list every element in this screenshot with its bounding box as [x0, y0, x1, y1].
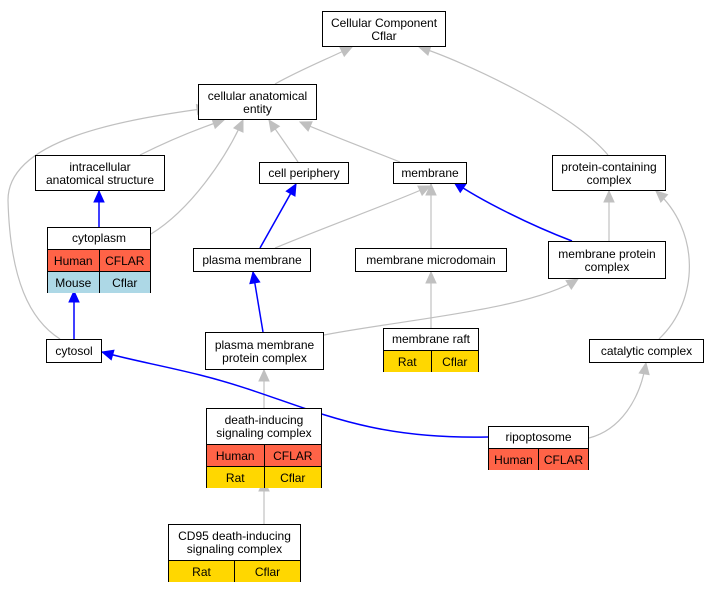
arrowhead-icon [93, 189, 105, 203]
species-cell: Human [48, 250, 99, 271]
arrowhead-icon [68, 289, 80, 303]
edge-is-a-cytosol-to-cae [7, 107, 209, 340]
node-label: Cellular Component Cflar [330, 15, 438, 43]
node-label: membrane protein complex [558, 246, 656, 274]
node-root: Cellular Component Cflar [322, 11, 446, 47]
node-label: membrane microdomain [366, 253, 496, 267]
arrowhead-icon [298, 121, 313, 132]
gene-cell: CFLAR [538, 449, 588, 470]
edge-part-of-plasma-membrane-to-cell-periphery [259, 183, 297, 249]
node-cae: cellular anatomical entity [198, 84, 317, 120]
gene-cell: Cflar [263, 467, 321, 488]
node-label: membrane [401, 166, 459, 180]
arrowhead-icon [417, 185, 432, 197]
arrowhead-icon [603, 189, 615, 203]
node-label: intracellular anatomical structure [45, 159, 155, 187]
gene-cell: Cflar [430, 351, 478, 372]
gene-cell: Cflar [98, 272, 150, 293]
arrowhead-icon [100, 349, 115, 361]
arrowhead-icon [638, 361, 650, 376]
node-membrane: membrane [393, 162, 467, 184]
edge-is-a-cae-to-root [274, 46, 353, 85]
arrowhead-icon [339, 46, 354, 58]
species-cell: Human [489, 449, 538, 470]
edge-is-a-pmpc-to-mpc [323, 278, 579, 336]
edge-is-a-cytoplasm-to-cae [150, 119, 244, 235]
arrowhead-icon [258, 368, 270, 382]
gene-cell: CFLAR [98, 250, 150, 271]
node-label: death-inducing signaling complex [216, 412, 312, 440]
node-label: cytosol [55, 344, 93, 358]
edge-is-a-ripoptosome-to-catalytic-complex [588, 362, 647, 439]
arrowhead-icon [211, 118, 226, 130]
species-cell: Rat [384, 351, 431, 372]
edge-is-a-plasma-membrane-to-membrane [274, 185, 431, 249]
node-catalytic-complex: catalytic complex [589, 339, 704, 363]
node-plasma-membrane: plasma membrane [193, 248, 311, 272]
edge-is-a-ias-to-cae [139, 119, 225, 156]
node-label: cellular anatomical entity [207, 88, 308, 116]
node-label: cytoplasm [71, 231, 127, 245]
arrowhead-icon [285, 182, 297, 197]
node-pcc: protein-containing complex [552, 155, 666, 191]
gene-cell: CFLAR [263, 445, 321, 466]
species-cell: Rat [169, 561, 234, 582]
edge-is-a-membrane-to-cae [299, 121, 401, 163]
node-label: ripoptosome [505, 430, 572, 444]
node-label: protein-containing complex [561, 159, 657, 187]
arrowhead-icon [425, 182, 437, 196]
node-ias: intracellular anatomical structure [35, 155, 165, 191]
node-mpc: membrane protein complex [548, 241, 666, 279]
node-label: cell periphery [268, 166, 340, 180]
edge-is-a-pcc-to-root [418, 46, 609, 156]
node-pmpc: plasma membrane protein complex [205, 332, 324, 370]
node-label: plasma membrane [202, 253, 302, 267]
edge-part-of-ripoptosome-to-cytosol [101, 351, 489, 438]
node-label: membrane raft [391, 332, 471, 346]
node-cell-periphery: cell periphery [259, 162, 349, 184]
arrowhead-icon [417, 45, 432, 57]
arrowhead-icon [655, 190, 669, 203]
species-cell: Mouse [48, 272, 99, 293]
arrowhead-icon [565, 278, 580, 291]
arrowhead-icon [268, 119, 281, 133]
arrowhead-icon [425, 270, 437, 284]
edge-is-a-catalytic-complex-to-pcc [655, 190, 690, 340]
node-label: CD95 death-inducing signaling complex [178, 528, 291, 556]
species-cell: Human [207, 445, 264, 466]
node-label: plasma membrane protein complex [214, 337, 315, 365]
node-membrane-microdomain: membrane microdomain [355, 248, 507, 272]
node-label: catalytic complex [600, 344, 693, 358]
species-cell: Rat [207, 467, 264, 488]
gene-cell: Cflar [234, 561, 300, 582]
arrowhead-icon [232, 118, 244, 133]
node-cytosol: cytosol [46, 339, 102, 363]
arrowhead-icon [249, 270, 261, 285]
